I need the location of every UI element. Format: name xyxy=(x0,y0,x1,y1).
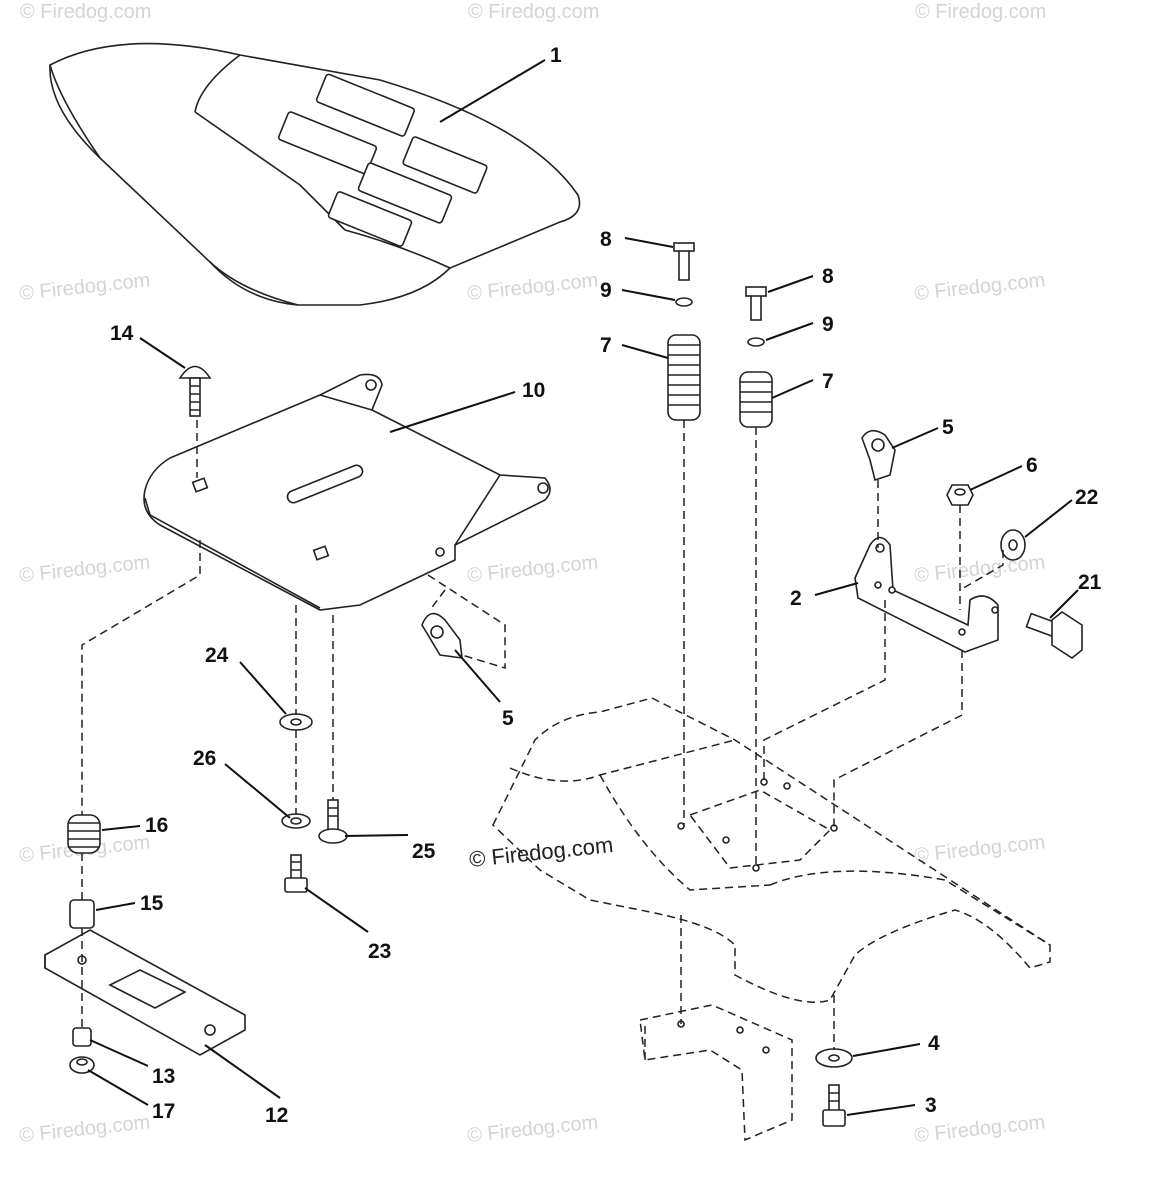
callout-label: 9 xyxy=(822,313,834,336)
clip-5-left xyxy=(421,612,463,659)
spring-7-right xyxy=(739,286,773,428)
watermark-text: © Firedog.com xyxy=(913,831,1046,867)
callout-label: 5 xyxy=(942,416,954,439)
nut-17 xyxy=(69,1056,95,1074)
bolt-21 xyxy=(1025,611,1083,659)
callout-label: 13 xyxy=(152,1065,175,1088)
nut-6 xyxy=(946,484,974,506)
watermark-text: © Firedog.com xyxy=(18,1111,151,1147)
leader-lines xyxy=(87,59,1079,1116)
nut-22 xyxy=(1000,529,1026,561)
callout-label: 21 xyxy=(1078,571,1102,594)
callout-label: 8 xyxy=(822,265,834,288)
washer-4 xyxy=(815,1048,853,1068)
callout-label: 26 xyxy=(193,747,216,770)
carriage-bolt xyxy=(178,365,212,417)
callout-label: 7 xyxy=(600,334,612,357)
bracket-2 xyxy=(854,536,999,653)
watermark-text: © Firedog.com xyxy=(468,1,599,23)
callout-label: 3 xyxy=(925,1094,937,1117)
watermark-text: © Firedog.com xyxy=(466,1111,599,1147)
callout-label: 10 xyxy=(522,379,545,402)
main-watermark: © Firedog.com xyxy=(468,832,614,872)
callout-label: 5 xyxy=(502,707,514,730)
fender-outline xyxy=(492,697,1051,1142)
bolt-25 xyxy=(318,799,348,844)
callout-label: 15 xyxy=(140,892,164,915)
seat xyxy=(49,42,581,306)
watermark-text: © Firedog.com xyxy=(18,551,151,587)
watermark-text: © Firedog.com xyxy=(18,269,151,305)
bolt-23 xyxy=(284,854,308,893)
callout-label: 12 xyxy=(265,1104,288,1127)
watermark-text: © Firedog.com xyxy=(915,1,1046,23)
callout-label: 7 xyxy=(822,370,834,393)
spring-16 xyxy=(67,814,101,854)
assembly-lines xyxy=(81,420,1004,1050)
callout-label: 4 xyxy=(928,1032,940,1055)
callout-label: 2 xyxy=(790,587,802,610)
callout-labels: 1 14 10 8 9 7 8 9 7 5 6 22 21 2 5 24 26 … xyxy=(110,44,1102,1127)
callout-label: 22 xyxy=(1075,486,1098,509)
callout-label: 6 xyxy=(1026,454,1038,477)
watermark-text: © Firedog.com xyxy=(466,551,599,587)
nut-13 xyxy=(72,1027,92,1047)
clip-5-right xyxy=(861,429,896,482)
callout-label: 17 xyxy=(152,1100,175,1123)
bracket-12 xyxy=(44,929,246,1056)
callout-label: 16 xyxy=(145,814,168,837)
watermark-text: © Firedog.com xyxy=(466,269,599,305)
callout-label: 23 xyxy=(368,940,391,963)
callout-label: 9 xyxy=(600,279,612,302)
spacer-15 xyxy=(69,899,95,929)
callout-label: 24 xyxy=(205,644,229,667)
callout-label: 1 xyxy=(550,44,562,67)
bolt-3 xyxy=(822,1084,846,1127)
washer-24 xyxy=(279,713,313,731)
watermark-text: © Firedog.com xyxy=(20,1,151,23)
callout-label: 14 xyxy=(110,322,134,345)
watermark-text: © Firedog.com xyxy=(913,551,1046,587)
callout-label: 25 xyxy=(412,840,436,863)
spring-7-left xyxy=(667,242,701,421)
seat-pan xyxy=(143,373,551,611)
watermark-text: © Firedog.com xyxy=(913,269,1046,305)
callout-label: 8 xyxy=(600,228,612,251)
